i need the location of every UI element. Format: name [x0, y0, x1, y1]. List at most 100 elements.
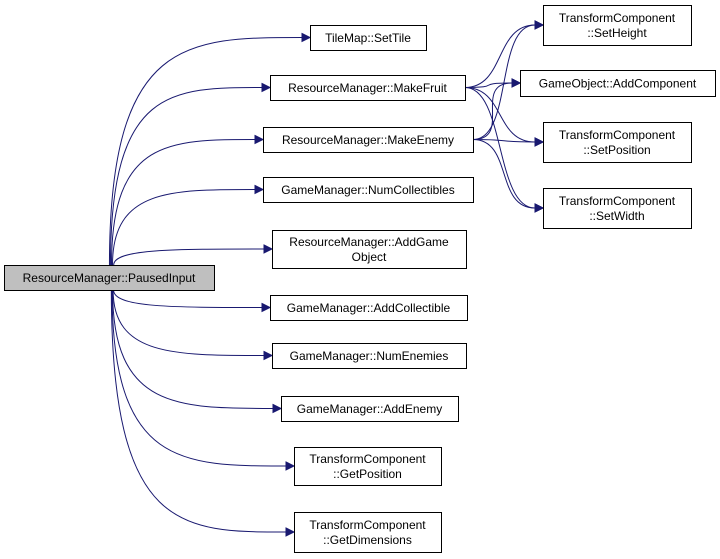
edge-line [472, 139, 536, 209]
nodes-layer: ResourceManager::PausedInput TileMap::Set… [4, 5, 716, 553]
node-num-collectibles[interactable]: GameManager::NumCollectibles [263, 177, 474, 203]
node-num-enemies[interactable]: GameManager::NumEnemies [272, 343, 467, 369]
edge-line [110, 139, 256, 266]
node-set-position[interactable]: TransformComponent::SetPosition [543, 122, 692, 163]
node-get-dimensions[interactable]: TransformComponent::GetDimensions [294, 512, 442, 553]
node-make-fruit[interactable]: ResourceManager::MakeFruit [270, 75, 466, 101]
node-label: ::SetWidth [589, 209, 644, 223]
arrowhead-icon [261, 302, 272, 313]
node-label: ResourceManager::MakeEnemy [282, 133, 454, 147]
node-set-height[interactable]: TransformComponent::SetHeight [543, 5, 692, 46]
node-make-enemy[interactable]: ResourceManager::MakeEnemy [263, 127, 474, 153]
edge-line [472, 24, 536, 140]
node-box [270, 75, 466, 101]
node-box [543, 122, 692, 163]
edges-layer [108, 20, 545, 537]
arrowhead-icon [285, 461, 296, 471]
node-add-enemy[interactable]: GameManager::AddEnemy [281, 396, 459, 422]
node-label: TransformComponent [559, 128, 676, 142]
edge-paused-input-to-get-position [111, 289, 296, 471]
edge-line [111, 189, 256, 266]
node-box [272, 343, 467, 369]
edge-paused-input-to-make-enemy [110, 134, 265, 266]
node-label: GameManager::NumCollectibles [281, 183, 454, 197]
node-label: GameManager::AddEnemy [297, 402, 442, 416]
arrowhead-icon [261, 82, 272, 93]
edge-line [464, 24, 536, 88]
node-box [263, 127, 474, 153]
edge-line [108, 37, 303, 266]
node-label: ResourceManager::MakeFruit [288, 81, 447, 95]
node-box [543, 5, 692, 46]
arrowhead-icon [263, 244, 274, 254]
edge-paused-input-to-get-dimensions [110, 289, 296, 537]
arrowhead-icon [301, 32, 312, 43]
node-label: TransformComponent [559, 11, 676, 25]
arrowhead-icon [285, 527, 296, 537]
node-label: TransformComponent [309, 518, 426, 532]
edge-paused-input-to-add-game-object [113, 244, 274, 266]
node-label: ::SetPosition [583, 143, 650, 157]
node-label: GameManager::AddCollectible [287, 301, 451, 315]
arrowhead-icon [534, 20, 545, 30]
edge-line [464, 87, 536, 209]
edge-line [109, 87, 263, 266]
edge-make-enemy-to-set-position [472, 137, 545, 147]
edge-make-enemy-to-set-height [472, 20, 545, 140]
node-label: TileMap::SetTile [325, 31, 411, 45]
edge-make-enemy-to-add-component [472, 78, 522, 140]
node-set-tile[interactable]: TileMap::SetTile [310, 25, 427, 51]
edge-paused-input-to-set-tile [108, 32, 312, 266]
edge-paused-input-to-num-collectibles [111, 184, 265, 266]
node-box [294, 512, 442, 553]
node-label: ResourceManager::PausedInput [23, 271, 196, 285]
node-set-width[interactable]: TransformComponent::SetWidth [543, 188, 692, 229]
node-box [270, 295, 468, 321]
node-label: ::GetDimensions [323, 533, 412, 547]
node-get-position[interactable]: TransformComponent::GetPosition [294, 447, 442, 486]
edge-make-enemy-to-set-width [472, 139, 545, 213]
node-label: TransformComponent [559, 194, 676, 208]
arrowhead-icon [534, 137, 545, 147]
node-box [4, 265, 215, 291]
node-box [263, 177, 474, 203]
node-add-component[interactable]: GameObject::AddComponent [520, 70, 716, 97]
node-label: TransformComponent [309, 452, 426, 466]
node-label: GameManager::NumEnemies [290, 349, 449, 363]
node-label: GameObject::AddComponent [539, 77, 697, 91]
node-box [310, 25, 427, 51]
edge-make-fruit-to-set-width [464, 87, 545, 213]
node-label: ::SetHeight [587, 26, 647, 40]
edge-line [111, 289, 287, 467]
edge-line [112, 289, 274, 409]
edge-paused-input-to-add-enemy [112, 289, 283, 414]
edge-paused-input-to-add-collectible [113, 289, 272, 313]
node-box [272, 230, 467, 269]
node-box [520, 70, 716, 97]
arrowhead-icon [272, 403, 283, 414]
edge-line [472, 139, 536, 143]
arrowhead-icon [254, 184, 265, 195]
arrowhead-icon [511, 78, 522, 88]
edge-paused-input-to-num-enemies [112, 289, 274, 361]
edge-line [113, 248, 265, 266]
arrowhead-icon [254, 134, 265, 145]
node-label: Object [352, 250, 387, 264]
edge-paused-input-to-make-fruit [109, 82, 272, 266]
node-label: ResourceManager::AddGame [289, 235, 449, 249]
arrowhead-icon [263, 350, 274, 361]
edge-line [464, 82, 513, 88]
node-box [281, 396, 459, 422]
edge-line [472, 82, 513, 140]
node-paused-input[interactable]: ResourceManager::PausedInput [4, 265, 215, 291]
node-box [294, 447, 442, 486]
node-add-collectible[interactable]: GameManager::AddCollectible [270, 295, 468, 321]
edge-line [112, 289, 265, 356]
edge-line [110, 289, 287, 533]
node-box [543, 188, 692, 229]
node-label: ::GetPosition [333, 467, 402, 481]
arrowhead-icon [534, 203, 545, 213]
edge-line [464, 87, 536, 143]
